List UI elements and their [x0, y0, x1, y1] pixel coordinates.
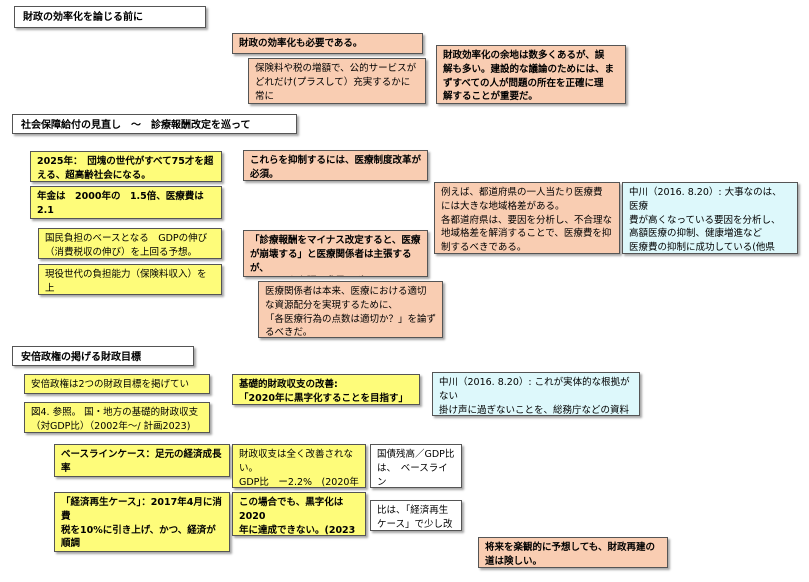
note-baseline-no-improvement: 財政収支は全く改善されない。 GDP比 ー2.2% (2020年予 想） — [232, 444, 366, 488]
note-debt-ratio-worsens: 国債残高／GDP比 は、 ベースライン ケースでは悪化。 — [370, 444, 462, 488]
note-medical-reform-required: これらを抑制するには、医療制度改革が 必須。 — [243, 150, 428, 181]
note-efficiency-needed: 財政の効率化も必要である。 — [232, 33, 423, 54]
note-regional-disparity: 例えば、都道府県の一人当たり医療費 には大きな地域格差がある。 各都道府県は、要… — [434, 182, 620, 254]
note-baseline-case: ベースラインケース：足元の経済成長率 （名目1.5%、実質0.9%）で推移する場… — [54, 444, 230, 477]
note-no-surplus-2020: この場合でも、黒字化は2020 年に達成できない。(2023年 の計算) — [232, 492, 366, 536]
note-figure-4-reference: 図4. 参照。 国・地方の基礎的財政収支 （対GDP比）（2002年～/ 計画2… — [24, 402, 210, 433]
note-worker-capacity: 現役世代の負担能力（保険料収入）を上 回る予想。 — [38, 264, 222, 295]
section-header-abe-fiscal-targets: 安倍政権の掲げる財政目標 — [12, 346, 194, 366]
note-2025-aging: 2025年： 団塊の世代がすべて75才を超 える、超高齢社会になる。 — [30, 151, 222, 182]
note-revitalization-case: 「経済再生ケース」：2017年4月に消費 税を10%に引き上げ、かつ、経済が順調… — [54, 492, 230, 552]
note-efficiency-misunderstanding: 財政効率化の余地は数多くあるが、誤 解も多い。建設的な議論のためには、ま ずすべ… — [436, 45, 626, 104]
note-fee-revision-claim: 「診療報酬をマイナス改定すると、医療 が崩壊する」と医療関係者は主張するが、 こ… — [243, 230, 428, 277]
note-nakagawa-no-basis: 中川（2016. 8.20）: これが実体的な根拠がない 掛け声に過ぎないことを… — [432, 372, 640, 416]
note-resource-allocation: 医療関係者は本来、医療における適切 な資源配分を実現するために、 「各医療行為の… — [258, 281, 443, 338]
note-nakagawa-medical-costs: 中川（2016. 8.20）: 大事なのは、医療 費が高くなっている要因を分析し… — [622, 182, 798, 254]
note-tax-and-services: 保険料や税の増額で、公的サービスが どれだけ(プラスして）充実するかに常に 目を… — [248, 58, 426, 104]
section-header-fiscal-efficiency: 財政の効率化を論じる前に — [14, 6, 206, 28]
note-primary-balance-target: 基礎的財政収支の改善: 「2020年に黒字化することを目指す」 — [232, 374, 420, 405]
note-two-fiscal-targets: 安倍政権は2つの財政目標を掲げている。 — [24, 374, 210, 394]
note-fiscal-reconstruction-difficult: 将来を楽観的に予想しても、財政再建の 道は険しい。 — [478, 537, 668, 568]
section-header-social-security: 社会保障給付の見直し ～ 診療報酬改定を巡って — [12, 114, 297, 134]
note-gdp-growth: 国民負担のベースとなる GDPの伸び （消費税収の伸び）を上回る予想。 — [38, 228, 222, 259]
note-ratio-slight-improvement: 比は、「経済再生 ケース」で少し改良 — [370, 500, 462, 531]
note-cost-expansion: 年金は 2000年の 1.5倍、医療費は2.1 倍、介護費は6倍に膨張する見込み… — [30, 186, 222, 219]
